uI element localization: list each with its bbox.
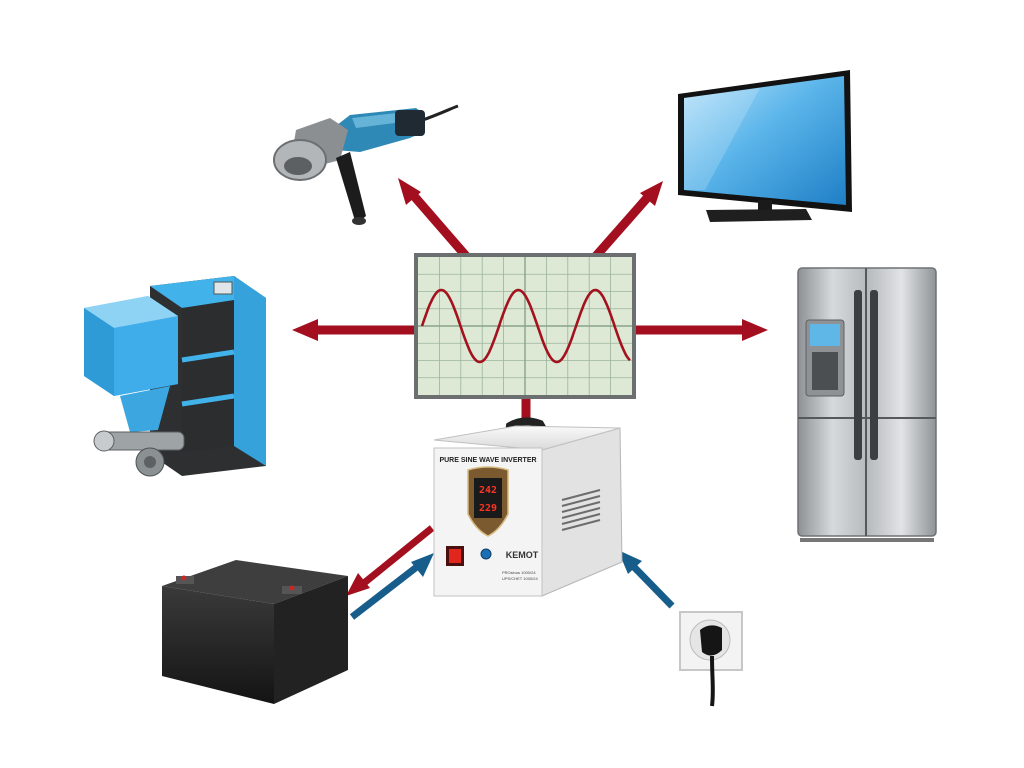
arrow-from-socket: [618, 550, 675, 609]
angle-grinder: [273, 104, 459, 225]
arrow-from-battery: [349, 553, 434, 620]
flat-screen-tv: [678, 70, 852, 222]
sine-waveform: [420, 288, 631, 364]
inverter-vents: [561, 489, 601, 531]
refrigerator: [797, 267, 937, 542]
vent-slot: [561, 489, 601, 501]
model-line-1: PROsinus 1000/24: [502, 570, 536, 575]
arrow-to-boiler: [292, 319, 418, 341]
wall-socket: [679, 611, 743, 707]
kemot-inverter: PURE SINE WAVE INVERTER 242 229 KEMOT PR…: [433, 417, 623, 597]
sine-wave-oscilloscope: [414, 253, 636, 399]
vent-slot: [561, 519, 601, 531]
power-flow-arrows: [292, 178, 768, 620]
arrow-to-fridge: [632, 319, 768, 341]
battery: [162, 560, 348, 704]
arrow-to-battery: [346, 525, 435, 596]
model-line-2: UPS/CHET 1000/24: [502, 576, 538, 581]
arrow-to-grinder: [398, 178, 470, 259]
arrow-to-tv: [592, 181, 663, 259]
inverter-heading: PURE SINE WAVE INVERTER: [439, 457, 536, 464]
display-bottom-reading: 229: [479, 503, 497, 514]
vent-slot: [561, 507, 601, 519]
pellet-boiler: [84, 276, 266, 477]
vent-slot: [561, 513, 601, 525]
vent-slot: [561, 501, 601, 513]
vent-slot: [561, 495, 601, 507]
inverter-brand: KEMOT: [506, 550, 539, 560]
display-top-reading: 242: [479, 485, 497, 496]
